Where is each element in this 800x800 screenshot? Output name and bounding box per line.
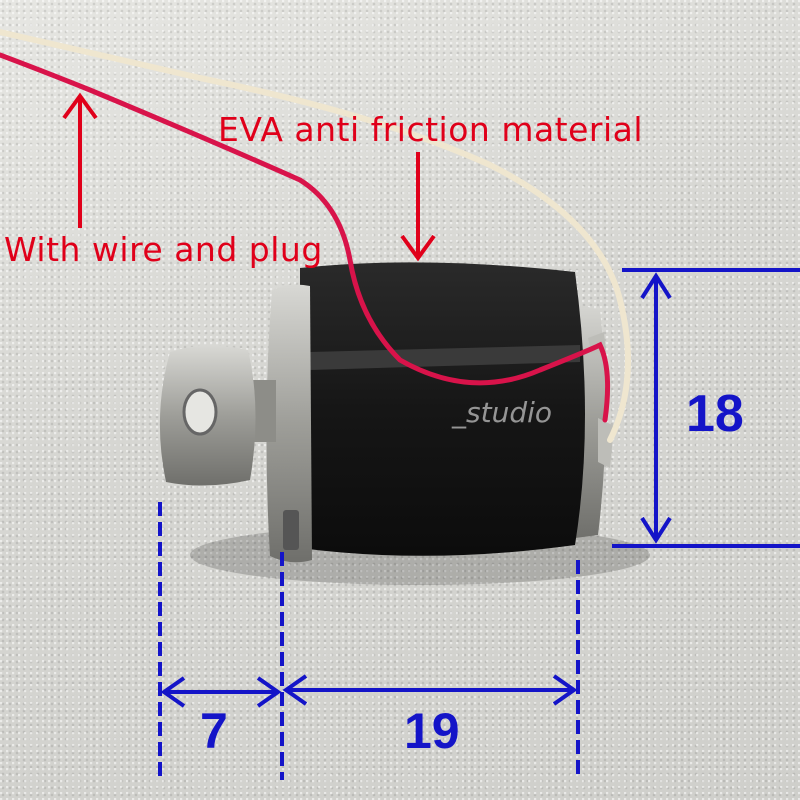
solder-tab-bottom (598, 418, 614, 468)
material-arrow (400, 152, 436, 262)
length-dimensions (158, 502, 580, 780)
shaft-7-label: 7 (200, 703, 228, 759)
white-wire (0, 29, 631, 443)
motor-foam-body (300, 262, 585, 556)
weight-hub (182, 388, 218, 436)
foam-groove (310, 345, 580, 370)
wire-and-plug-label: With wire and plug (4, 230, 323, 269)
eva-material-label: EVA anti friction material (218, 110, 644, 149)
red-wire (0, 52, 611, 423)
body-19-label: 19 (404, 703, 460, 759)
height-dimension (612, 268, 800, 548)
watermark-text: _studio (452, 396, 552, 429)
motor-front-flange (266, 284, 312, 563)
wire-arrow (62, 92, 98, 228)
flange-slot (283, 510, 299, 550)
height-18-label: 18 (686, 385, 744, 443)
